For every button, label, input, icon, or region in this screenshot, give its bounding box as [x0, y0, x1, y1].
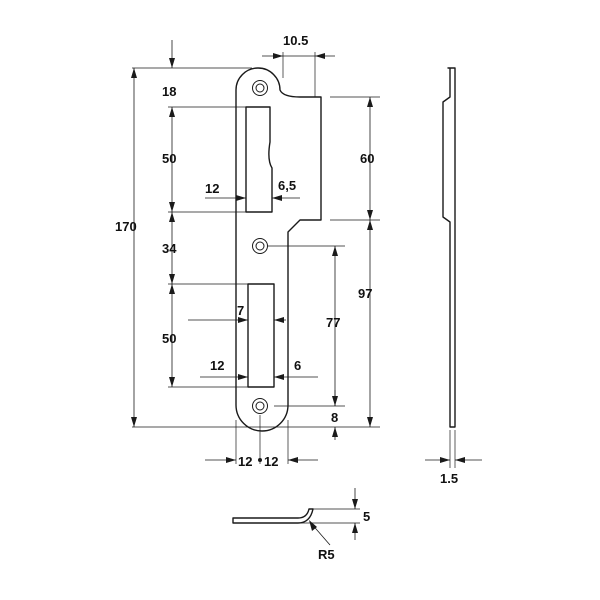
dim-upper-slot-width: 12: [205, 181, 219, 196]
arrowheads: [131, 53, 373, 463]
screw-hole-bottom: [252, 398, 268, 414]
dim-top-width: 10.5: [283, 33, 308, 48]
screw-hole-middle: [252, 238, 268, 254]
bend-profile: [232, 508, 314, 524]
dim-middle-gap: 34: [162, 241, 177, 256]
lower-slot: [247, 283, 275, 388]
dim-half-width-left: 12: [238, 454, 252, 469]
dim-lip-height: 60: [360, 151, 374, 166]
dim-lower-slot-height: 50: [162, 331, 176, 346]
dim-upper-slot-height: 50: [162, 151, 176, 166]
dim-bottom-offset: 8: [331, 410, 338, 425]
dim-lower-slot-height-right: 77: [326, 315, 340, 330]
dim-lower-slot-depth: 6: [294, 358, 301, 373]
extension-lines: [132, 52, 380, 464]
upper-slot: [245, 106, 273, 213]
dim-top-offset: 18: [162, 84, 176, 99]
dim-lower-slot-offset: 12: [210, 358, 224, 373]
dim-bend-height: 5: [363, 509, 370, 524]
dim-bend-radius: R5: [318, 547, 335, 562]
dim-lower-slot-width: 7: [237, 303, 244, 318]
screw-hole-top: [252, 80, 268, 96]
dim-half-width-right: 12: [264, 454, 278, 469]
dim-upper-slot-depth: 6,5: [278, 178, 296, 193]
dim-lower-section: 97: [358, 286, 372, 301]
dim-overall-height: 170: [115, 219, 137, 234]
dim-thickness: 1.5: [440, 471, 458, 486]
side-view-profile: [442, 67, 456, 428]
